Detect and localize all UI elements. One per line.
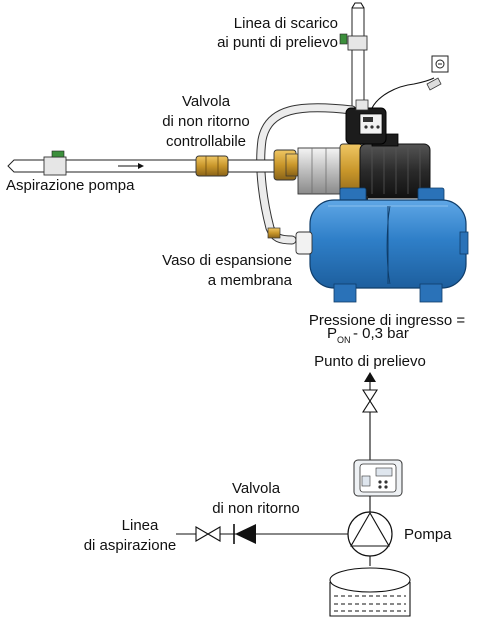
suction-ball-valve — [43, 156, 67, 176]
pump-label: Pompa — [404, 526, 452, 543]
flexible-hose — [256, 103, 357, 245]
outlet-arrow-icon — [364, 372, 376, 382]
outlet-point-label: Punto di prelievo — [314, 353, 426, 370]
suction-line-label-1: Linea — [122, 517, 159, 534]
pressure-subscript-on: ON — [337, 335, 351, 345]
expansion-vessel-label-2: a membrana — [208, 272, 293, 289]
outlet-valve-icon — [361, 389, 379, 413]
controllable-check-valve — [195, 155, 277, 177]
power-cable — [371, 77, 442, 109]
expansion-vessel-label-1: Vaso di espansione — [162, 252, 292, 269]
pump-body — [297, 143, 363, 199]
discharge-valve-handle-icon — [339, 33, 348, 45]
pressure-symbol-p: P — [327, 325, 337, 342]
schematic-check-valve-label-1: Valvola — [232, 480, 281, 497]
pump-symbol-icon — [347, 511, 393, 557]
inlet-pressure-note: Pressione di ingresso = P ON - 0,3 bar — [309, 312, 466, 345]
discharge-pipe — [339, 2, 368, 121]
controller-icon — [353, 459, 403, 497]
inlet-pressure-label: Pressione di ingresso = — [309, 312, 466, 329]
check-valve-label-3: controllabile — [166, 133, 246, 150]
suction-pipe — [7, 150, 209, 176]
schematic-check-valve-label-2: di non ritorno — [212, 500, 300, 517]
installation-illustration: Linea di scarico ai punti di prelievo Va… — [6, 2, 469, 303]
water-reservoir-icon — [329, 567, 411, 617]
pump-inlet-fitting — [273, 149, 299, 181]
flow-arrow-icon — [138, 163, 144, 169]
check-valve-label-2: di non ritorno — [162, 113, 250, 130]
pressure-offset: - 0,3 bar — [353, 325, 409, 342]
expansion-vessel — [295, 187, 469, 303]
pressure-controller — [345, 99, 387, 145]
pump-suction-label: Aspirazione pompa — [6, 177, 135, 194]
check-valve-label-1: Valvola — [182, 93, 231, 110]
discharge-line-label-2: ai punti di prelievo — [217, 34, 338, 51]
hydraulic-schematic: Punto di prelievo Pompa — [84, 353, 452, 617]
check-valve-icon — [233, 524, 256, 544]
suction-valve-handle-icon — [51, 150, 65, 158]
suction-valve-icon — [195, 526, 221, 542]
power-socket-icon — [431, 55, 449, 73]
discharge-line-label-1: Linea di scarico — [234, 15, 338, 32]
suction-line-label-2: di aspirazione — [84, 537, 177, 554]
